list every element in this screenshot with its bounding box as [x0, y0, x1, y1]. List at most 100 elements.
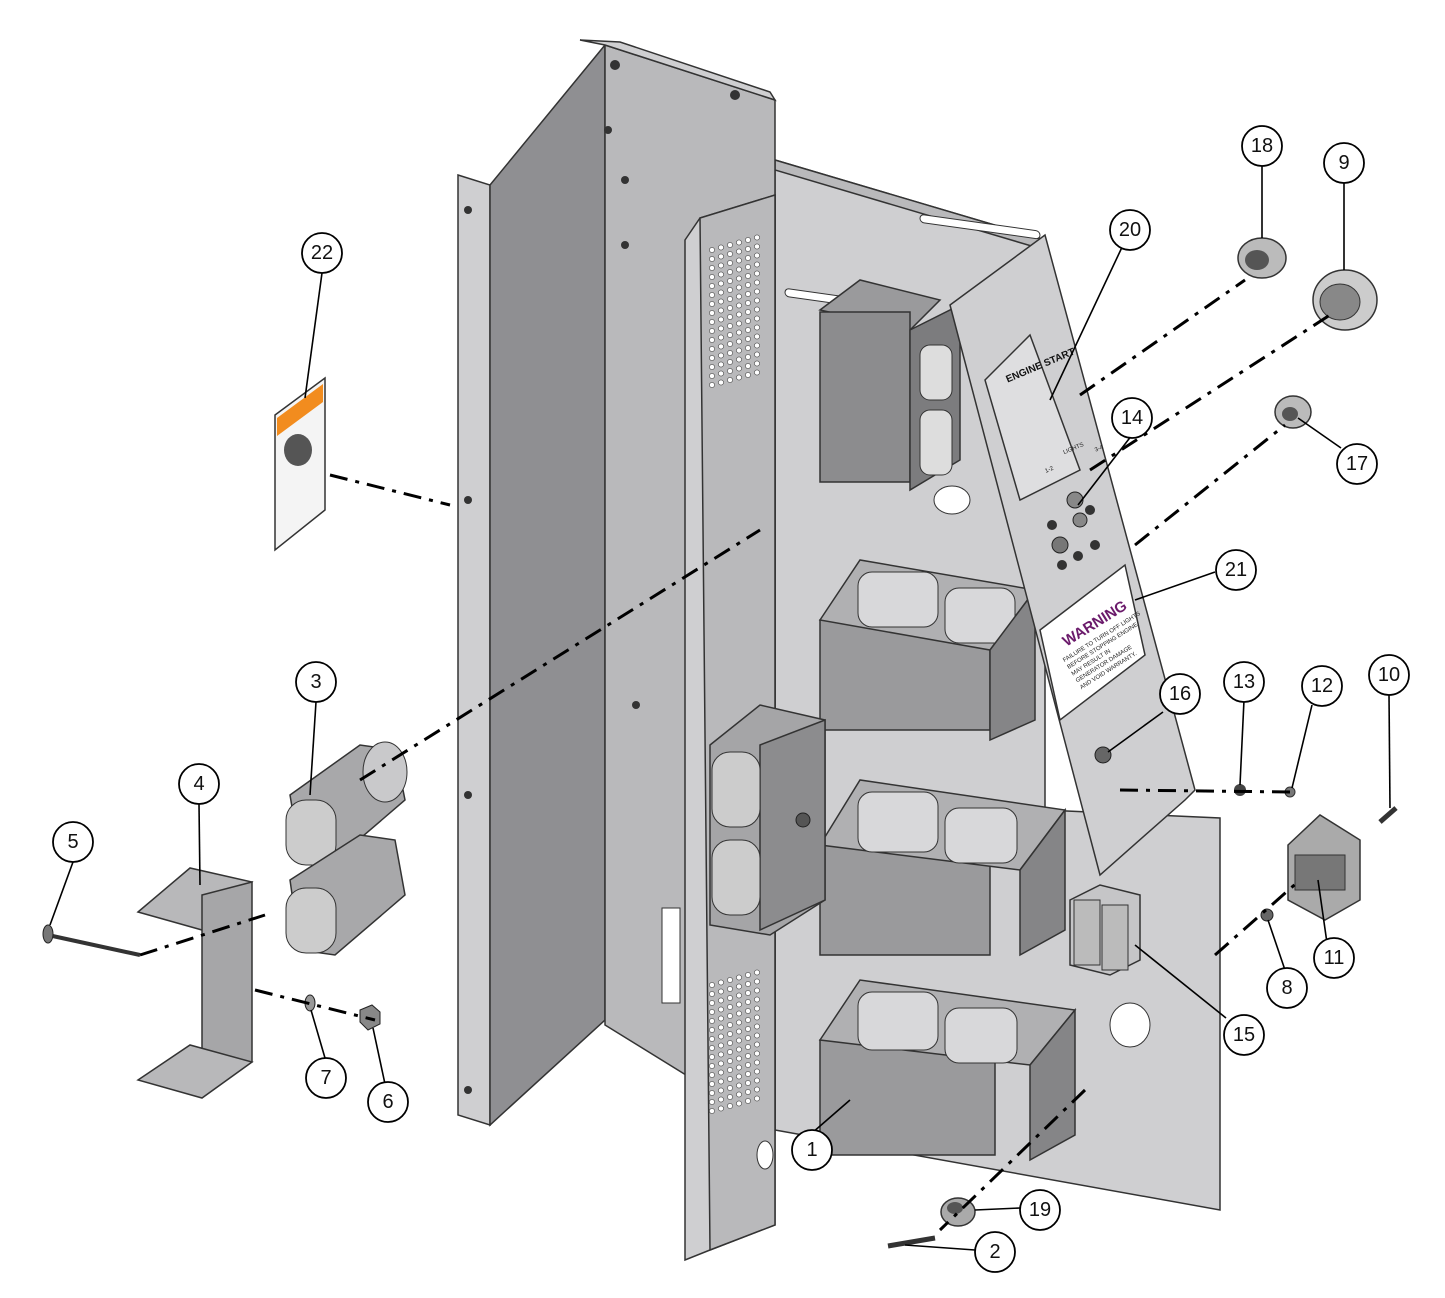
perforation-hole [727, 995, 733, 1001]
control-strip: ENGINE START LIGHTS 1-2 3-4 WARNING FAIL… [949, 233, 1196, 877]
perforation-hole [709, 328, 715, 334]
perforation-hole [709, 337, 715, 343]
perforation-hole [745, 972, 751, 978]
perforation-hole [754, 288, 760, 295]
perforation-hole [718, 1105, 724, 1112]
perforation-hole [754, 1077, 760, 1084]
perforation-hole [754, 270, 760, 277]
perforation-hole [736, 974, 742, 981]
perforation-hole [736, 302, 742, 309]
perforation-hole [709, 1045, 715, 1051]
svg-text:19: 19 [1029, 1199, 1051, 1221]
perforation-hole [745, 291, 751, 297]
perforation-hole [736, 275, 742, 282]
perforation-hole [745, 1071, 751, 1077]
perforation-hole [709, 382, 715, 388]
perforation-hole [754, 1041, 760, 1048]
perforation-hole [754, 342, 760, 349]
perforation-hole [727, 1094, 733, 1100]
perforation-hole [745, 1008, 751, 1014]
perforation-hole [718, 343, 724, 350]
perforation-hole [745, 300, 751, 306]
perforation-hole [754, 360, 760, 367]
svg-text:11: 11 [1324, 947, 1345, 969]
perforation-hole [727, 269, 733, 275]
perforation-hole [709, 265, 715, 271]
callout-12: 12 [1301, 665, 1343, 707]
perforation-hole [745, 1062, 751, 1068]
perforation-hole [718, 1033, 724, 1040]
perforation-hole [718, 997, 724, 1004]
perforation-hole [736, 374, 742, 381]
svg-text:15: 15 [1233, 1024, 1255, 1046]
perforation-hole [736, 365, 742, 372]
meter-9 [1312, 269, 1378, 331]
perforation-hole [736, 1037, 742, 1044]
perforation-hole [754, 369, 760, 376]
safety-decal [274, 376, 326, 552]
perforation-hole [709, 364, 715, 370]
perforation-hole [745, 282, 751, 288]
perforation-hole [745, 990, 751, 996]
svg-text:7: 7 [320, 1067, 331, 1089]
perforation-hole [709, 1027, 715, 1033]
nut-8 [1260, 908, 1274, 922]
perforation-hole [709, 1054, 715, 1060]
perforation-hole [709, 1018, 715, 1024]
perforation-hole [745, 318, 751, 324]
perforation-hole [745, 1098, 751, 1104]
perforation-hole [727, 1085, 733, 1091]
svg-text:18: 18 [1251, 135, 1273, 157]
perforation-hole [718, 244, 724, 251]
perforation-hole [727, 986, 733, 992]
long-screw [42, 924, 141, 957]
perforation-hole [718, 289, 724, 296]
perforation-hole [754, 306, 760, 313]
ballast-lower [818, 979, 1151, 1162]
callout-20: 20 [1109, 209, 1151, 251]
perforation-hole [745, 1089, 751, 1095]
perforation-hole [727, 296, 733, 302]
perforation-hole [736, 266, 742, 273]
perforation-hole [709, 310, 715, 316]
perforation-hole [736, 1019, 742, 1026]
perforation-hole [745, 273, 751, 279]
perforation-hole [718, 271, 724, 278]
perforation-hole [727, 314, 733, 320]
perforation-hole [709, 292, 715, 298]
perforation-hole [718, 1087, 724, 1094]
perforation-hole [709, 373, 715, 379]
perforation-hole [745, 1080, 751, 1086]
perforation-hole [736, 293, 742, 300]
perforation-hole [745, 1053, 751, 1059]
assembly-lines [139, 278, 1331, 1232]
perforation-hole [727, 1004, 733, 1010]
perforation-hole [709, 274, 715, 280]
perforation-hole [709, 283, 715, 289]
callout-5: 5 [52, 821, 94, 863]
perforation-hole [709, 1000, 715, 1006]
perforation-hole [736, 992, 742, 999]
svg-text:9: 9 [1338, 152, 1349, 174]
perforation-hole [709, 1099, 715, 1105]
perforation-hole [727, 242, 733, 248]
perforation-hole [745, 237, 751, 243]
perforation-hole [736, 338, 742, 345]
perforation-hole [709, 1036, 715, 1042]
svg-text:14: 14 [1121, 407, 1143, 429]
perforation-hole [745, 309, 751, 315]
perforation-hole [709, 982, 715, 988]
callout-21: 21 [1215, 549, 1257, 591]
perforation-hole [736, 284, 742, 291]
perforation-hole [718, 1060, 724, 1067]
perforation-hole [754, 987, 760, 994]
svg-text:22: 22 [311, 242, 333, 264]
perforation-hole [709, 991, 715, 997]
perforation-hole [754, 1032, 760, 1039]
perforation-hole [745, 1044, 751, 1050]
perforation-hole [754, 996, 760, 1003]
perforation-hole [745, 354, 751, 360]
perforation-hole [754, 1068, 760, 1075]
svg-text:5: 5 [67, 831, 78, 853]
